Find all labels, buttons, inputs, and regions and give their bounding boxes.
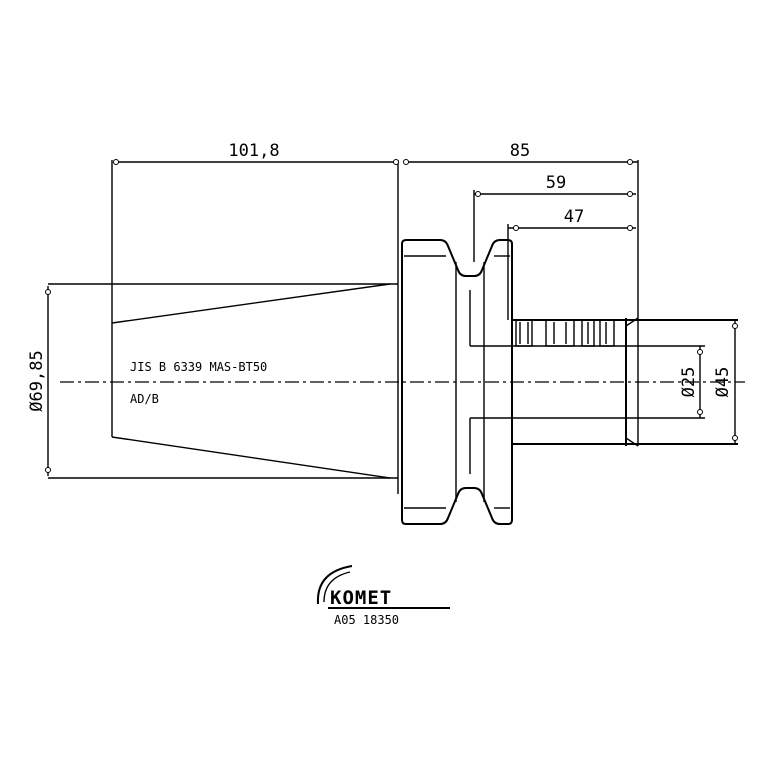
dimension-69-85: Ø69,85: [27, 286, 51, 476]
dimension-47: 47: [507, 207, 636, 320]
logo-text: KOMET: [330, 587, 392, 609]
dimension-59: 59: [473, 173, 636, 262]
taper-shank: [48, 160, 399, 494]
dimension-59-label: 59: [546, 173, 566, 193]
dimension-45-label: Ø45: [713, 367, 733, 398]
dimension-85: 85: [403, 141, 639, 318]
standard-spec: JIS B 6339 MAS-BT50: [130, 360, 267, 374]
dimension-101-8: 101,8: [113, 141, 399, 165]
part-number: A05 18350: [334, 613, 399, 627]
nose: [512, 317, 738, 447]
komet-logo: KOMET: [316, 565, 450, 609]
dimension-47-label: 47: [564, 207, 584, 227]
dimension-25-label: Ø25: [679, 367, 699, 398]
dimension-101-8-label: 101,8: [228, 141, 279, 161]
dimension-69-85-label: Ø69,85: [27, 350, 47, 411]
flange: [401, 239, 513, 525]
dimension-45: Ø45: [713, 320, 738, 444]
logo-swoosh-icon: [316, 565, 353, 605]
dimension-85-label: 85: [510, 141, 530, 161]
dimension-25: Ø25: [679, 346, 703, 418]
taper-spec: AD/B: [130, 392, 159, 406]
